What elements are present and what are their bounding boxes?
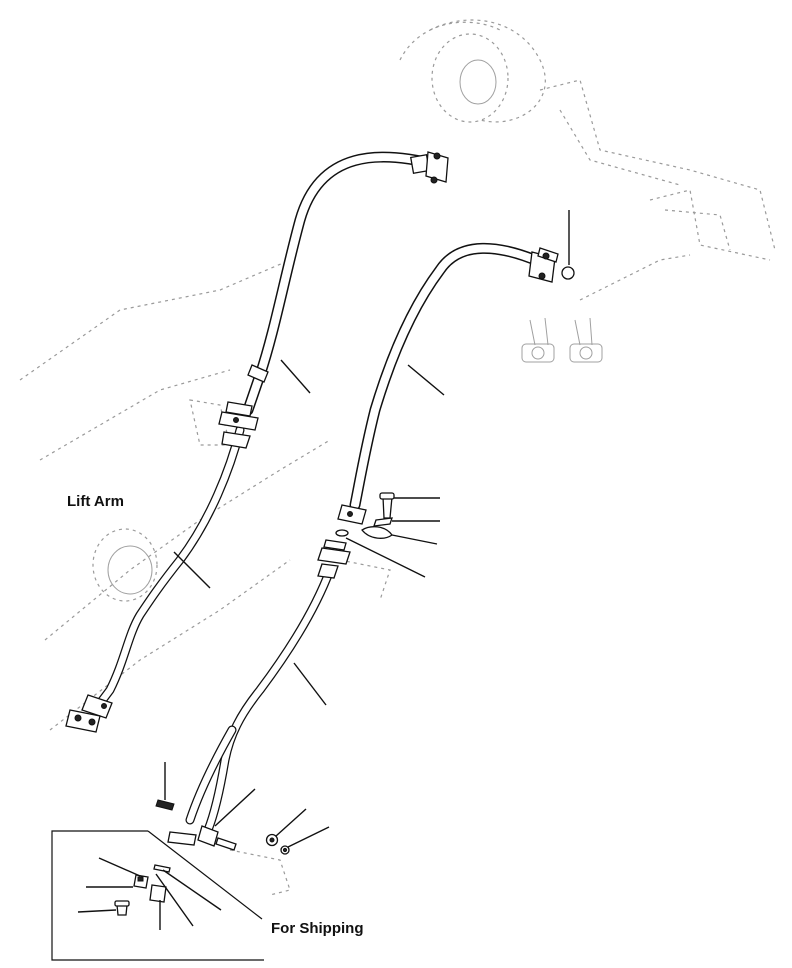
washers <box>265 833 290 855</box>
leader-lines <box>164 210 570 848</box>
bolt-assembly <box>335 492 395 539</box>
ghost-machine-outline <box>19 19 776 896</box>
for-shipping-label: For Shipping <box>271 920 364 937</box>
hose-right <box>337 242 559 525</box>
tube-left <box>65 401 259 733</box>
for-shipping-box <box>51 830 264 961</box>
o-ring-top <box>561 266 575 280</box>
lift-arm-label: Lift Arm <box>67 493 124 510</box>
tube-right <box>155 539 351 851</box>
hose-left <box>242 151 449 416</box>
